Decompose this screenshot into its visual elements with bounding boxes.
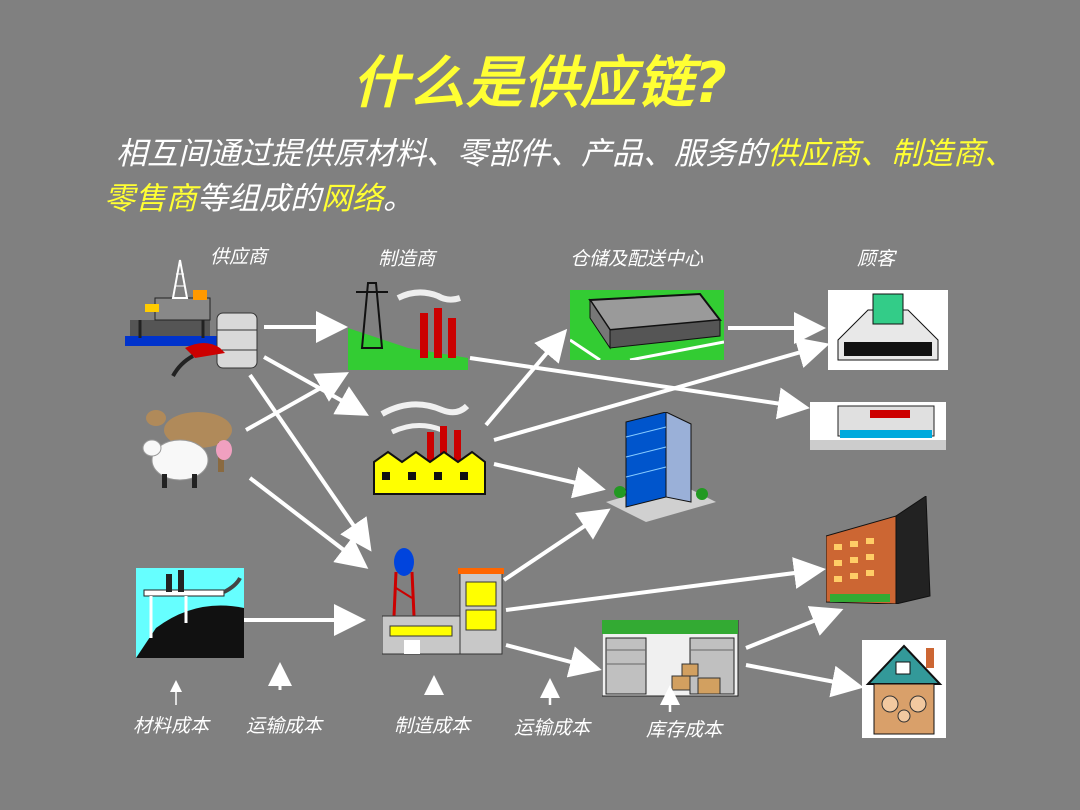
power-plant-icon [348,278,468,370]
label-customer: 顾客 [857,248,896,270]
oil-rig-icon [125,259,258,377]
label-supplier: 供应商 [210,246,268,268]
cost-inventory: 库存成本 [646,719,723,741]
intro-retailer: 零售商 [104,181,197,217]
retail-store-icon [810,402,946,450]
intro-end: 。 [383,181,414,217]
intro-manufacturer: 制造商 [891,136,984,172]
intro-part-2: 等组成的 [197,181,321,217]
intro-network: 网络 [321,181,383,217]
cost-manufacturing: 制造成本 [394,715,471,737]
livestock-icon [142,410,232,488]
arrow-power-to-store [469,356,810,420]
arrow-plant-to-storage [505,643,602,678]
office-building-icon [606,412,716,522]
arrow-plant-to-apartment [505,557,826,612]
warehouse-icon [570,290,724,360]
intro-sep-1: 、 [860,136,891,172]
intro-sep-2: 、 [984,136,1015,172]
arrow-rig-to-factory [263,355,369,416]
plant-with-water-tower-icon [382,548,504,655]
cost-material: 材料成本 [133,715,210,737]
arrow-rig-to-plant [248,373,372,552]
intro-part-1: 相互间通过提供原材料、零部件、产品、服务的 [116,136,767,172]
arrow-storage-to-apartment [745,606,844,650]
label-manufacturer: 制造商 [378,248,436,270]
arrow-plant-to-office [502,508,611,582]
arrow-factory-to-office [493,462,606,499]
intro-text: 相互间通过提供原材料、零部件、产品、服务的供应商、制造商、零售商等组成的网络。 [104,132,1044,222]
family-house-icon [862,640,946,738]
cost-transport-1: 运输成本 [246,715,323,737]
shopping-mall-icon [828,290,948,370]
cost-transport-2: 运输成本 [514,717,591,739]
arrow-livestock-to-plant [248,476,369,569]
storage-warehouse-icon [602,620,739,697]
intro-supplier: 供应商 [767,136,860,172]
label-warehouse: 仓储及配送中心 [570,248,704,270]
arrow-livestock-to-power [245,372,349,432]
apartment-building-icon [826,496,931,604]
mine-icon [136,568,244,658]
arrow-storage-to-house [745,663,864,698]
page-title: 什么是供应链? [352,51,728,116]
arrow-factory-to-mall [493,337,830,442]
arrow-factory-to-warehouse [484,328,568,427]
factory-icon [373,401,486,495]
